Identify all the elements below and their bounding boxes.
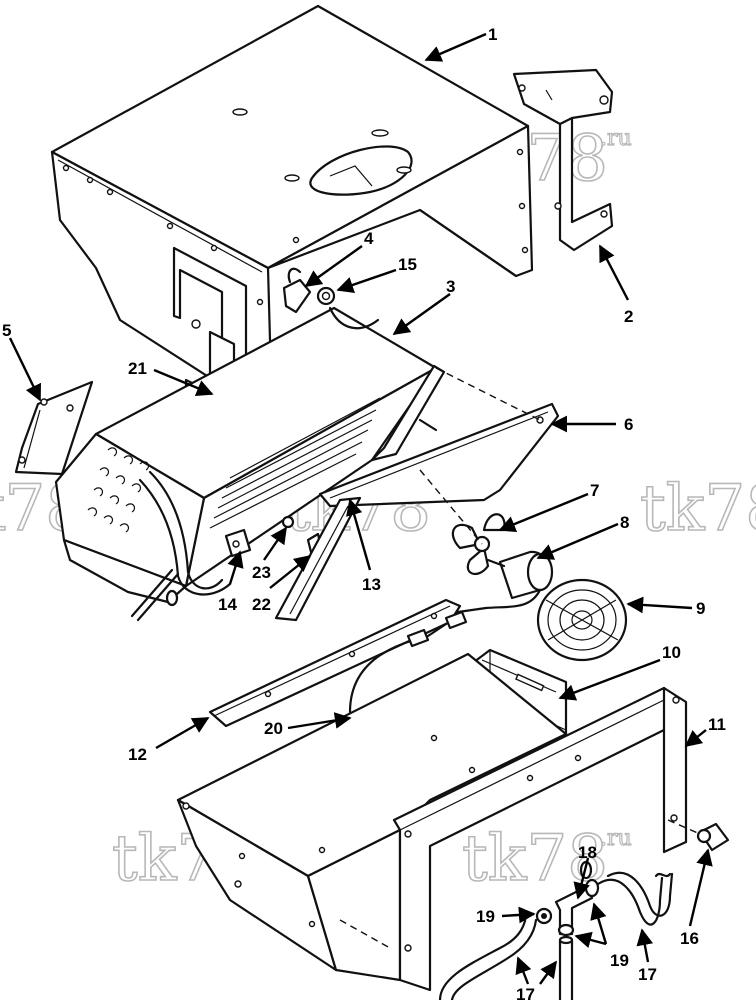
- callout-18: 18: [578, 843, 597, 862]
- callout-8: 8: [620, 513, 629, 532]
- fan-guard-9: [536, 578, 628, 662]
- callout-23: 23: [252, 563, 271, 582]
- hose-clamp-19-left: [535, 907, 553, 925]
- callout-17-left: 17: [516, 985, 535, 1000]
- callout-6: 6: [624, 415, 633, 434]
- callout-10: 10: [662, 643, 681, 662]
- leader-arrows: [8, 32, 713, 985]
- svg-text:.ru: .ru: [600, 126, 632, 151]
- callout-4: 4: [364, 229, 374, 248]
- callout-2: 2: [624, 307, 633, 326]
- callout-19-right: 19: [610, 951, 629, 970]
- watermark-mid-right: tk78: [639, 471, 756, 547]
- callout-11: 11: [708, 715, 726, 734]
- drain-hose-left-17: [438, 914, 538, 1000]
- drain-hose-right-17: [596, 871, 674, 926]
- callout-14: 14: [218, 595, 237, 614]
- callout-19-left: 19: [476, 907, 495, 926]
- drain-fitting-16: [667, 819, 730, 852]
- alignment-line-6: [435, 367, 541, 421]
- callout-20: 20: [264, 719, 283, 738]
- svg-text:tk78: tk78: [640, 472, 756, 546]
- drain-hose-center-17: [558, 935, 574, 1000]
- clamp-part-14: [224, 528, 252, 558]
- callout-9: 9: [696, 599, 705, 618]
- callout-7: 7: [590, 481, 599, 500]
- left-bracket-5: [14, 380, 94, 476]
- fitting-part-4: [282, 267, 312, 314]
- callout-13: 13: [362, 575, 381, 594]
- drain-pan-bracket-6: [318, 402, 560, 508]
- base-tray-11: [176, 652, 688, 992]
- callout-21: 21: [128, 359, 147, 378]
- callout-22: 22: [252, 595, 271, 614]
- callout-16: 16: [680, 929, 699, 948]
- callout-1: 1: [488, 25, 497, 44]
- watermark-bottom-right: tk78 .ru: [461, 821, 632, 897]
- side-bracket-2: [512, 68, 614, 252]
- screw-part-23: [281, 515, 295, 529]
- fan-motor-8: [456, 550, 554, 614]
- callout-17-right: 17: [638, 965, 657, 984]
- evaporator-coil-assembly: [54, 306, 446, 622]
- callout-12: 12: [128, 745, 147, 764]
- callout-5: 5: [2, 321, 11, 340]
- callout-labels: 1 2 3 4 15 5 21 6 7 8 9 13 14 23 22 10 1…: [2, 25, 726, 1000]
- callout-3: 3: [446, 277, 455, 296]
- svg-text:.ru: .ru: [600, 826, 632, 851]
- callout-15: 15: [398, 255, 417, 274]
- grommet-part-15: [316, 286, 336, 306]
